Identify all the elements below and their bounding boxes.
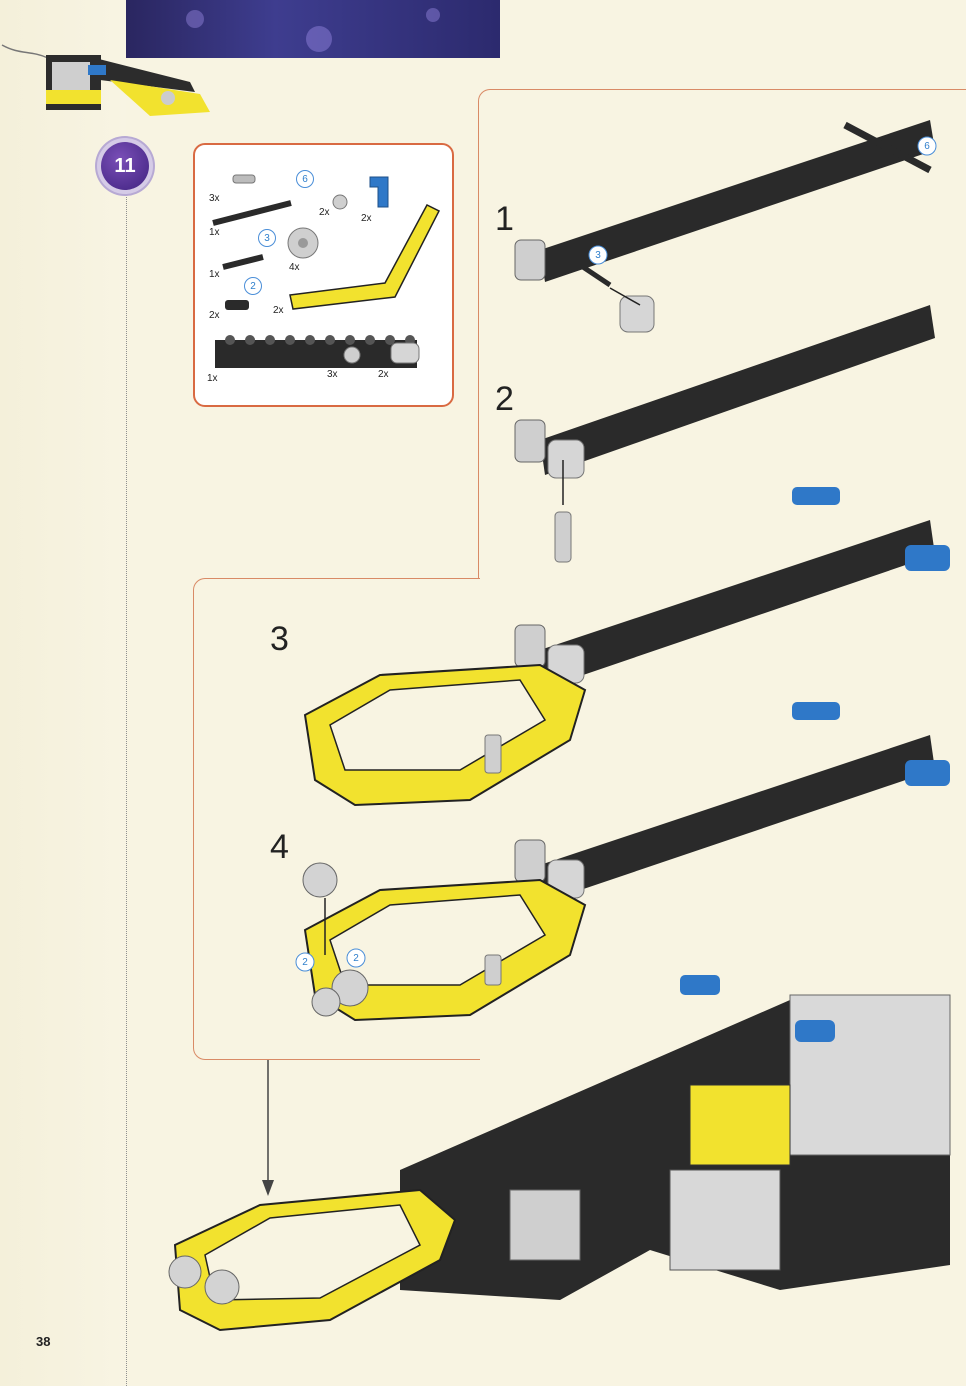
qty-bush: 2x <box>319 207 330 218</box>
substep-4-label: 4 <box>270 828 289 866</box>
length-badge-2: 2 <box>244 277 262 295</box>
qty-black-beam: 1x <box>207 373 218 384</box>
column-divider <box>126 190 127 1386</box>
qty-gear: 4x <box>289 262 300 273</box>
qty-liftarm: 2x <box>273 305 284 316</box>
callout-axle-2-right: 2 <box>353 952 359 964</box>
parts-list: 3x 1x 6 2x 2x 1x 3 4x 2x 2 2x 1x 3x 2x <box>193 143 454 407</box>
model-thumbnail <box>1 44 210 116</box>
qty-blue-connector: 2x <box>361 213 372 224</box>
page-number: 38 <box>36 1334 51 1349</box>
substep-4-illustration <box>302 702 950 1022</box>
substep-frame-top <box>478 89 966 579</box>
substep-1-illustration <box>514 120 935 333</box>
header-banner <box>126 0 500 58</box>
length-badge-6: 6 <box>296 170 314 188</box>
qty-axle-2: 2x <box>209 310 220 321</box>
final-assembly-illustration <box>168 975 951 1332</box>
qty-axle-6: 1x <box>209 227 220 238</box>
parts-illustration <box>212 174 441 368</box>
length-badge-3: 3 <box>258 229 276 247</box>
callout-axle-6: 6 <box>924 140 930 152</box>
qty-axle-3: 1x <box>209 269 220 280</box>
callout-axle-2-left: 2 <box>302 956 308 968</box>
left-margin <box>0 0 126 1386</box>
substep-1-label: 1 <box>495 200 514 238</box>
qty-pin-connector: 2x <box>378 369 389 380</box>
callout-axle-3: 3 <box>595 249 601 261</box>
substep-frame-mid <box>193 578 480 1060</box>
qty-half-bush: 3x <box>327 369 338 380</box>
step-number: 11 <box>114 154 136 177</box>
substep-2-illustration <box>514 305 935 563</box>
step-number-badge: 11 <box>101 142 149 190</box>
substep-3-label: 3 <box>270 620 289 658</box>
substep-2-label: 2 <box>495 380 514 418</box>
qty-pin: 3x <box>209 193 220 204</box>
substep-3-illustration <box>303 487 950 807</box>
